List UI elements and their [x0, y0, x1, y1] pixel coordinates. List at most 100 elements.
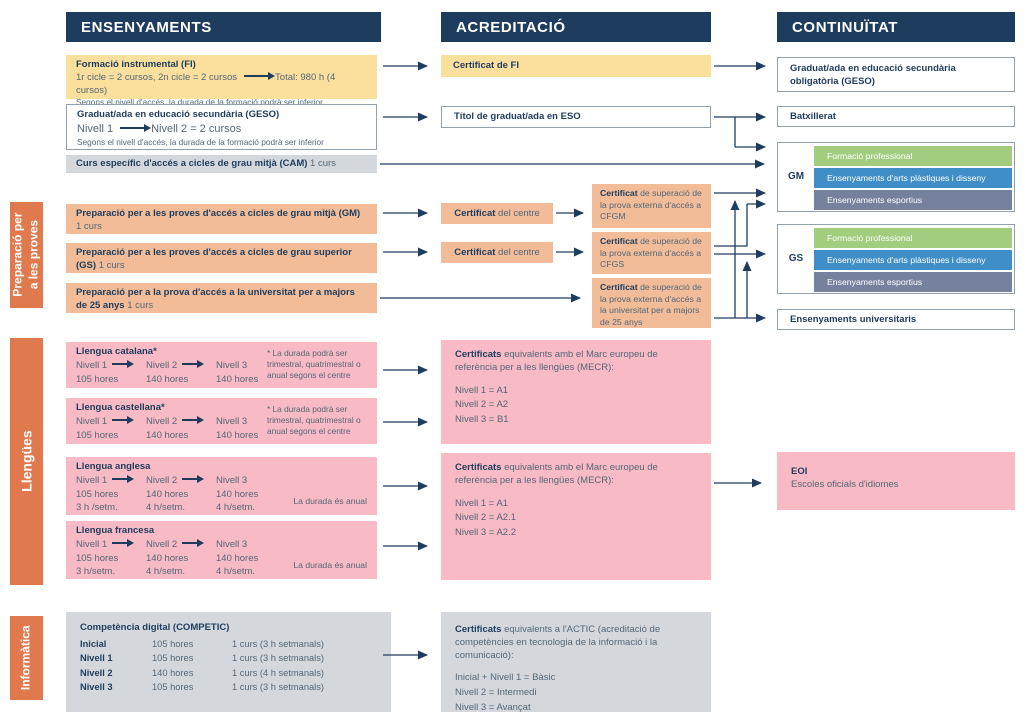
weekly-row: 3 h /setm. 4 h/setm. 4 h/setm. — [76, 502, 367, 515]
track-formacio-professional: Formació professional — [814, 228, 1012, 248]
levels-row: Nivell 1 Nivell 2 Nivell 3 — [76, 475, 367, 488]
total-text: Total: 980 h (4 cursos) — [76, 71, 336, 96]
competic-level: Nivell 2 — [80, 667, 113, 678]
box-title: Graduat/ada en educació secundària (GESO… — [77, 109, 280, 120]
hours-row: 105 hores 140 hores 140 hores — [76, 489, 367, 502]
box-certificat-centre-gs: Certificat del centre — [441, 242, 553, 263]
level-from: Nivell 1 — [77, 122, 114, 135]
box-gm-group: GM Formació professional Ensenyaments d'… — [777, 142, 1015, 212]
header-label: ENSENYAMENTS — [81, 18, 212, 36]
competic-hours: 140 hores — [152, 667, 194, 678]
arrow-right-icon — [112, 360, 135, 369]
box-universitaris: Ensenyaments universitaris — [777, 309, 1015, 330]
level-cell: Nivell 1 — [76, 360, 146, 373]
box-title: Llengua castellana* — [76, 402, 165, 413]
box-llengua-francesa: Llengua francesa Nivell 1 Nivell 2 Nivel… — [66, 521, 377, 579]
box-duration: 1 curs — [98, 259, 125, 271]
track-arts-plastiques: Ensenyaments d'arts plàstiques i disseny — [814, 168, 1012, 188]
arrow-right-icon — [182, 360, 205, 369]
hours-cell: 140 hores — [146, 429, 189, 441]
box-title: Competència digital (COMPETIC) — [80, 622, 230, 633]
arrow-right-icon — [182, 416, 205, 425]
box-llengua-catalana: Llengua catalana* Nivell 1 Nivell 2 Nive… — [66, 342, 377, 388]
hours-cell: 140 hores — [216, 429, 259, 441]
cert-rest: del centre — [495, 247, 540, 258]
side-label-line: Preparació per — [10, 212, 25, 298]
weekly-cell: 3 h/setm. — [76, 566, 116, 578]
header-label: ACREDITACIÓ — [456, 18, 566, 36]
mecr-line: Nivell 2 = A2 — [455, 399, 509, 411]
box-note: Segons el nivell d'accés, la durada de l… — [76, 97, 323, 108]
box-eoi: EOI Escoles oficials d'idiomes — [777, 452, 1015, 510]
header-continuitat: CONTINUÏTAT — [777, 12, 1015, 42]
track-esportius: Ensenyaments esportius — [814, 272, 1012, 292]
box-duration: 1 curs — [310, 158, 336, 169]
box-line: 1r cicle = 2 cursos, 2n cicle = 2 cursos… — [76, 72, 367, 98]
hours-cell: 105 hores — [76, 488, 119, 500]
cert-bold: Certificats — [455, 349, 502, 360]
box-certificat-fi: Certificat de FI — [441, 55, 711, 77]
box-title: Formació instrumental (FI) — [76, 59, 196, 70]
box-mecr-catala-castella: Certificats equivalents amb el Marc euro… — [441, 340, 711, 444]
competic-hours: 105 hores — [152, 653, 194, 664]
arrow-right-icon — [244, 72, 276, 81]
box-title: Preparació per a les proves d'accés a ci… — [76, 208, 361, 219]
weekly-cell: 3 h /setm. — [76, 502, 118, 514]
box-certificat-cfgm: Certificat de superació de la prova exte… — [592, 184, 711, 228]
arrow-right-icon — [182, 539, 205, 548]
track-formacio-professional: Formació professional — [814, 146, 1012, 166]
box-note: Segons el nivell d'accés, la durada de l… — [77, 136, 324, 147]
box-formacio-instrumental: Formació instrumental (FI) 1r cicle = 2 … — [66, 55, 377, 107]
cert-bold: Certificats — [455, 624, 502, 635]
arrow-right-icon — [182, 475, 205, 484]
box-title: Preparació per a les proves d'accés a ci… — [76, 247, 352, 271]
hours-cell: 140 hores — [216, 373, 259, 385]
level-label: Nivell 2 — [146, 474, 178, 486]
box-duration: 1 curs — [127, 299, 154, 311]
box-note: * La durada podrà ser trimestral, quatri… — [267, 348, 361, 380]
levels-row: Nivell 1 Nivell 2 Nivell 3 — [76, 539, 367, 552]
competic-course: 1 curs (4 h setmanals) — [232, 667, 324, 678]
level-label: Nivell 1 — [76, 538, 108, 550]
level-to: Nivell 2 = 2 cursos — [151, 122, 242, 135]
level-cell: Nivell 3 — [216, 474, 248, 486]
box-titol-eso: Títol de graduat/ada en ESO — [441, 106, 711, 128]
hours-cell: 140 hores — [146, 552, 189, 564]
level-cell: Nivell 3 — [216, 359, 248, 371]
box-actic: Certificats equivalents a l'ACTIC (acred… — [441, 612, 711, 713]
competic-level: Nivell 3 — [80, 682, 113, 693]
gs-label: GS — [788, 253, 804, 265]
level-cell: Nivell 2 — [146, 416, 216, 429]
cert-rest: equivalents amb el Marc europeu de refer… — [455, 349, 658, 373]
side-label-llengues: Llengües — [10, 338, 43, 585]
box-cam: Curs específic d'accés a cicles de grau … — [66, 155, 377, 173]
mecr-intro: Certificats equivalents amb el Marc euro… — [455, 462, 697, 488]
level-cell: Nivell 2 — [146, 360, 216, 373]
cert-rest: del centre — [495, 208, 540, 219]
cert-rest: equivalents a l'ACTIC (acreditació de co… — [455, 624, 661, 661]
box-note: La durada és anual — [293, 496, 367, 507]
box-title: Llengua catalana* — [76, 346, 157, 357]
cert-bold: Certificat — [600, 236, 638, 246]
box-gs-group: GS Formació professional Ensenyaments d'… — [777, 224, 1015, 294]
cert-rest: de superació de la prova externa d'accés… — [600, 188, 702, 222]
box-title: Llengua francesa — [76, 525, 155, 536]
box-prep-gs: Preparació per a les proves d'accés a ci… — [66, 243, 377, 273]
side-label-informatica: Informàtica — [10, 616, 43, 700]
arrow-right-icon — [112, 539, 135, 548]
actic-intro: Certificats equivalents a l'ACTIC (acred… — [455, 624, 697, 662]
hours-cell: 105 hores — [76, 429, 119, 441]
mecr-line: Nivell 3 = A2.2 — [455, 527, 516, 539]
hours-cell: 140 hores — [146, 488, 189, 500]
box-llengua-castellana: Llengua castellana* Nivell 1 Nivell 2 Ni… — [66, 398, 377, 444]
box-geso-obligatoria: Graduat/ada en educació secundària oblig… — [777, 57, 1015, 92]
cycles-text: 1r cicle = 2 cursos, 2n cicle = 2 cursos — [76, 71, 238, 83]
level-label: Nivell 2 — [146, 359, 178, 371]
mecr-line: Nivell 1 = A1 — [455, 384, 509, 396]
box-title: Llengua anglesa — [76, 461, 151, 472]
actic-line: Nivell 2 = Intermedi — [455, 687, 537, 699]
weekly-cell: 4 h/setm. — [146, 502, 186, 514]
competic-hours: 105 hores — [152, 638, 194, 649]
hours-row: 105 hores 140 hores 140 hores — [76, 374, 367, 387]
